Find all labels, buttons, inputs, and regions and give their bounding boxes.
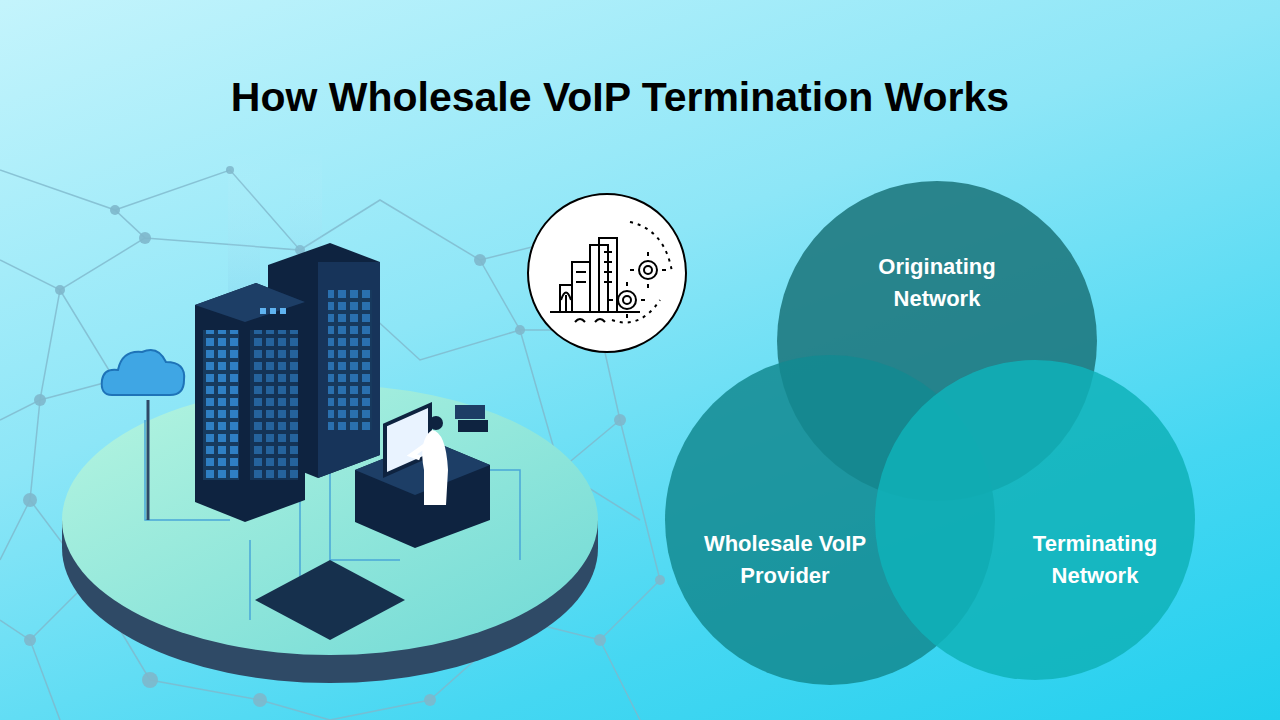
venn-circle: Terminating Network (875, 360, 1195, 680)
circle-shape (875, 360, 1195, 680)
cloud-icon (102, 350, 184, 520)
circle-label: Originating Network (850, 251, 1025, 315)
circle-label: Wholesale VoIP Provider (698, 528, 873, 592)
city-gear-icon (528, 194, 686, 352)
workstation (355, 405, 490, 548)
diagram-title: How Wholesale VoIP Termination Works (231, 74, 1009, 121)
server-towers (195, 243, 380, 522)
circle-label: Terminating Network (1008, 528, 1183, 592)
